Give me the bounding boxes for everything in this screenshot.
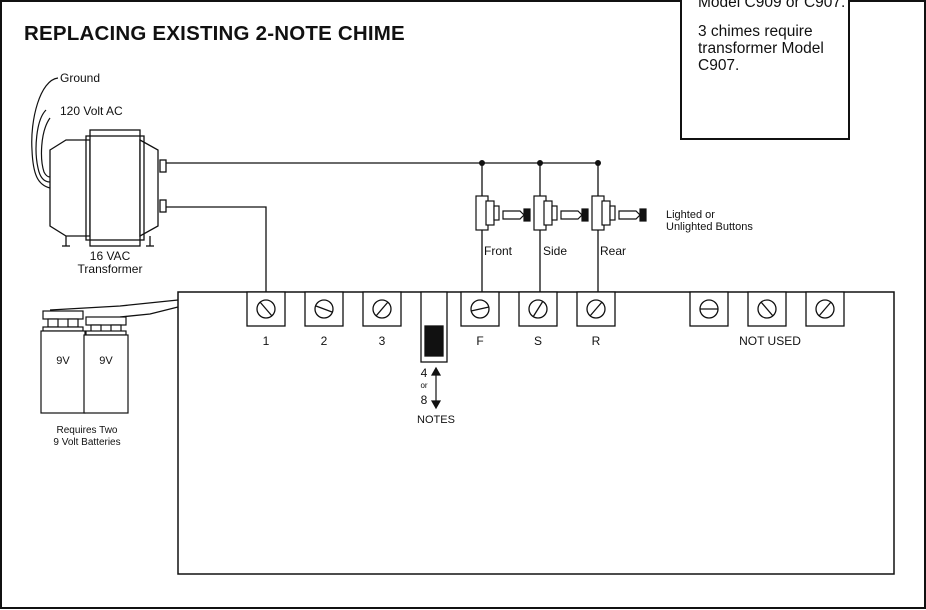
terminal-label-3: 3 — [378, 334, 386, 348]
battery-2 — [83, 316, 129, 414]
unused-screw-3 — [805, 291, 845, 327]
terminal-s-screw — [518, 291, 558, 327]
doorbell-buttons — [475, 195, 647, 231]
ac-label: 120 Volt AC — [60, 104, 123, 118]
batteries-caption-line1: Requires Two — [56, 425, 118, 436]
notes-caption: NOTES — [417, 414, 455, 426]
page-title: REPLACING EXISTING 2-NOTE CHIME — [24, 22, 405, 45]
button-label-side: Side — [543, 244, 568, 258]
terminal-label-r: R — [591, 334, 601, 348]
battery-2-label: 9V — [99, 355, 113, 367]
notes-switch-8: 8 — [420, 393, 428, 407]
batteries-caption-line2: 9 Volt Batteries — [53, 437, 121, 448]
terminal-label-1: 1 — [262, 334, 270, 348]
terminal-label-f: F — [476, 334, 484, 348]
side-button-icon — [533, 195, 589, 231]
unused-screw-1 — [689, 291, 729, 327]
notes-switch-4: 4 — [420, 366, 428, 380]
terminal-r-screw — [576, 291, 616, 327]
buttons-caption-line2: Unlighted Buttons — [666, 221, 753, 233]
notes-switch — [420, 291, 448, 363]
transformer-label-line2: Transformer — [77, 262, 143, 276]
battery-1 — [40, 310, 86, 414]
ground-label: Ground — [60, 71, 101, 85]
wire-junctions — [479, 160, 601, 166]
not-used-label: NOT USED — [739, 334, 801, 348]
note-box: Model C909 or C907. 3 chimes require tra… — [680, 0, 850, 140]
terminal-screws — [246, 291, 845, 327]
note-line-1: Model C909 or C907. — [698, 0, 846, 11]
rear-button-icon — [591, 195, 647, 231]
terminal-label-s: S — [533, 334, 542, 348]
battery-1-label: 9V — [56, 355, 70, 367]
chime-unit — [177, 291, 895, 575]
terminal-3-screw — [362, 291, 402, 327]
notes-arrow-icon — [430, 366, 442, 410]
transformer-label-line1: 16 VAC — [89, 249, 131, 263]
notes-switch-or: or — [420, 381, 428, 390]
button-label-front: Front — [484, 244, 513, 258]
terminal-f-screw — [460, 291, 500, 327]
note-line-2: 3 chimes require transformer Model C907. — [698, 23, 824, 74]
terminal-label-2: 2 — [320, 334, 328, 348]
terminal-2-screw — [304, 291, 344, 327]
terminal-1-screw — [246, 291, 286, 327]
unused-screw-2 — [747, 291, 787, 327]
front-button-icon — [475, 195, 531, 231]
ac-leads — [31, 77, 59, 189]
buttons-caption-line1: Lighted or — [666, 209, 715, 221]
transformer — [49, 129, 167, 247]
button-label-rear: Rear — [600, 244, 627, 258]
